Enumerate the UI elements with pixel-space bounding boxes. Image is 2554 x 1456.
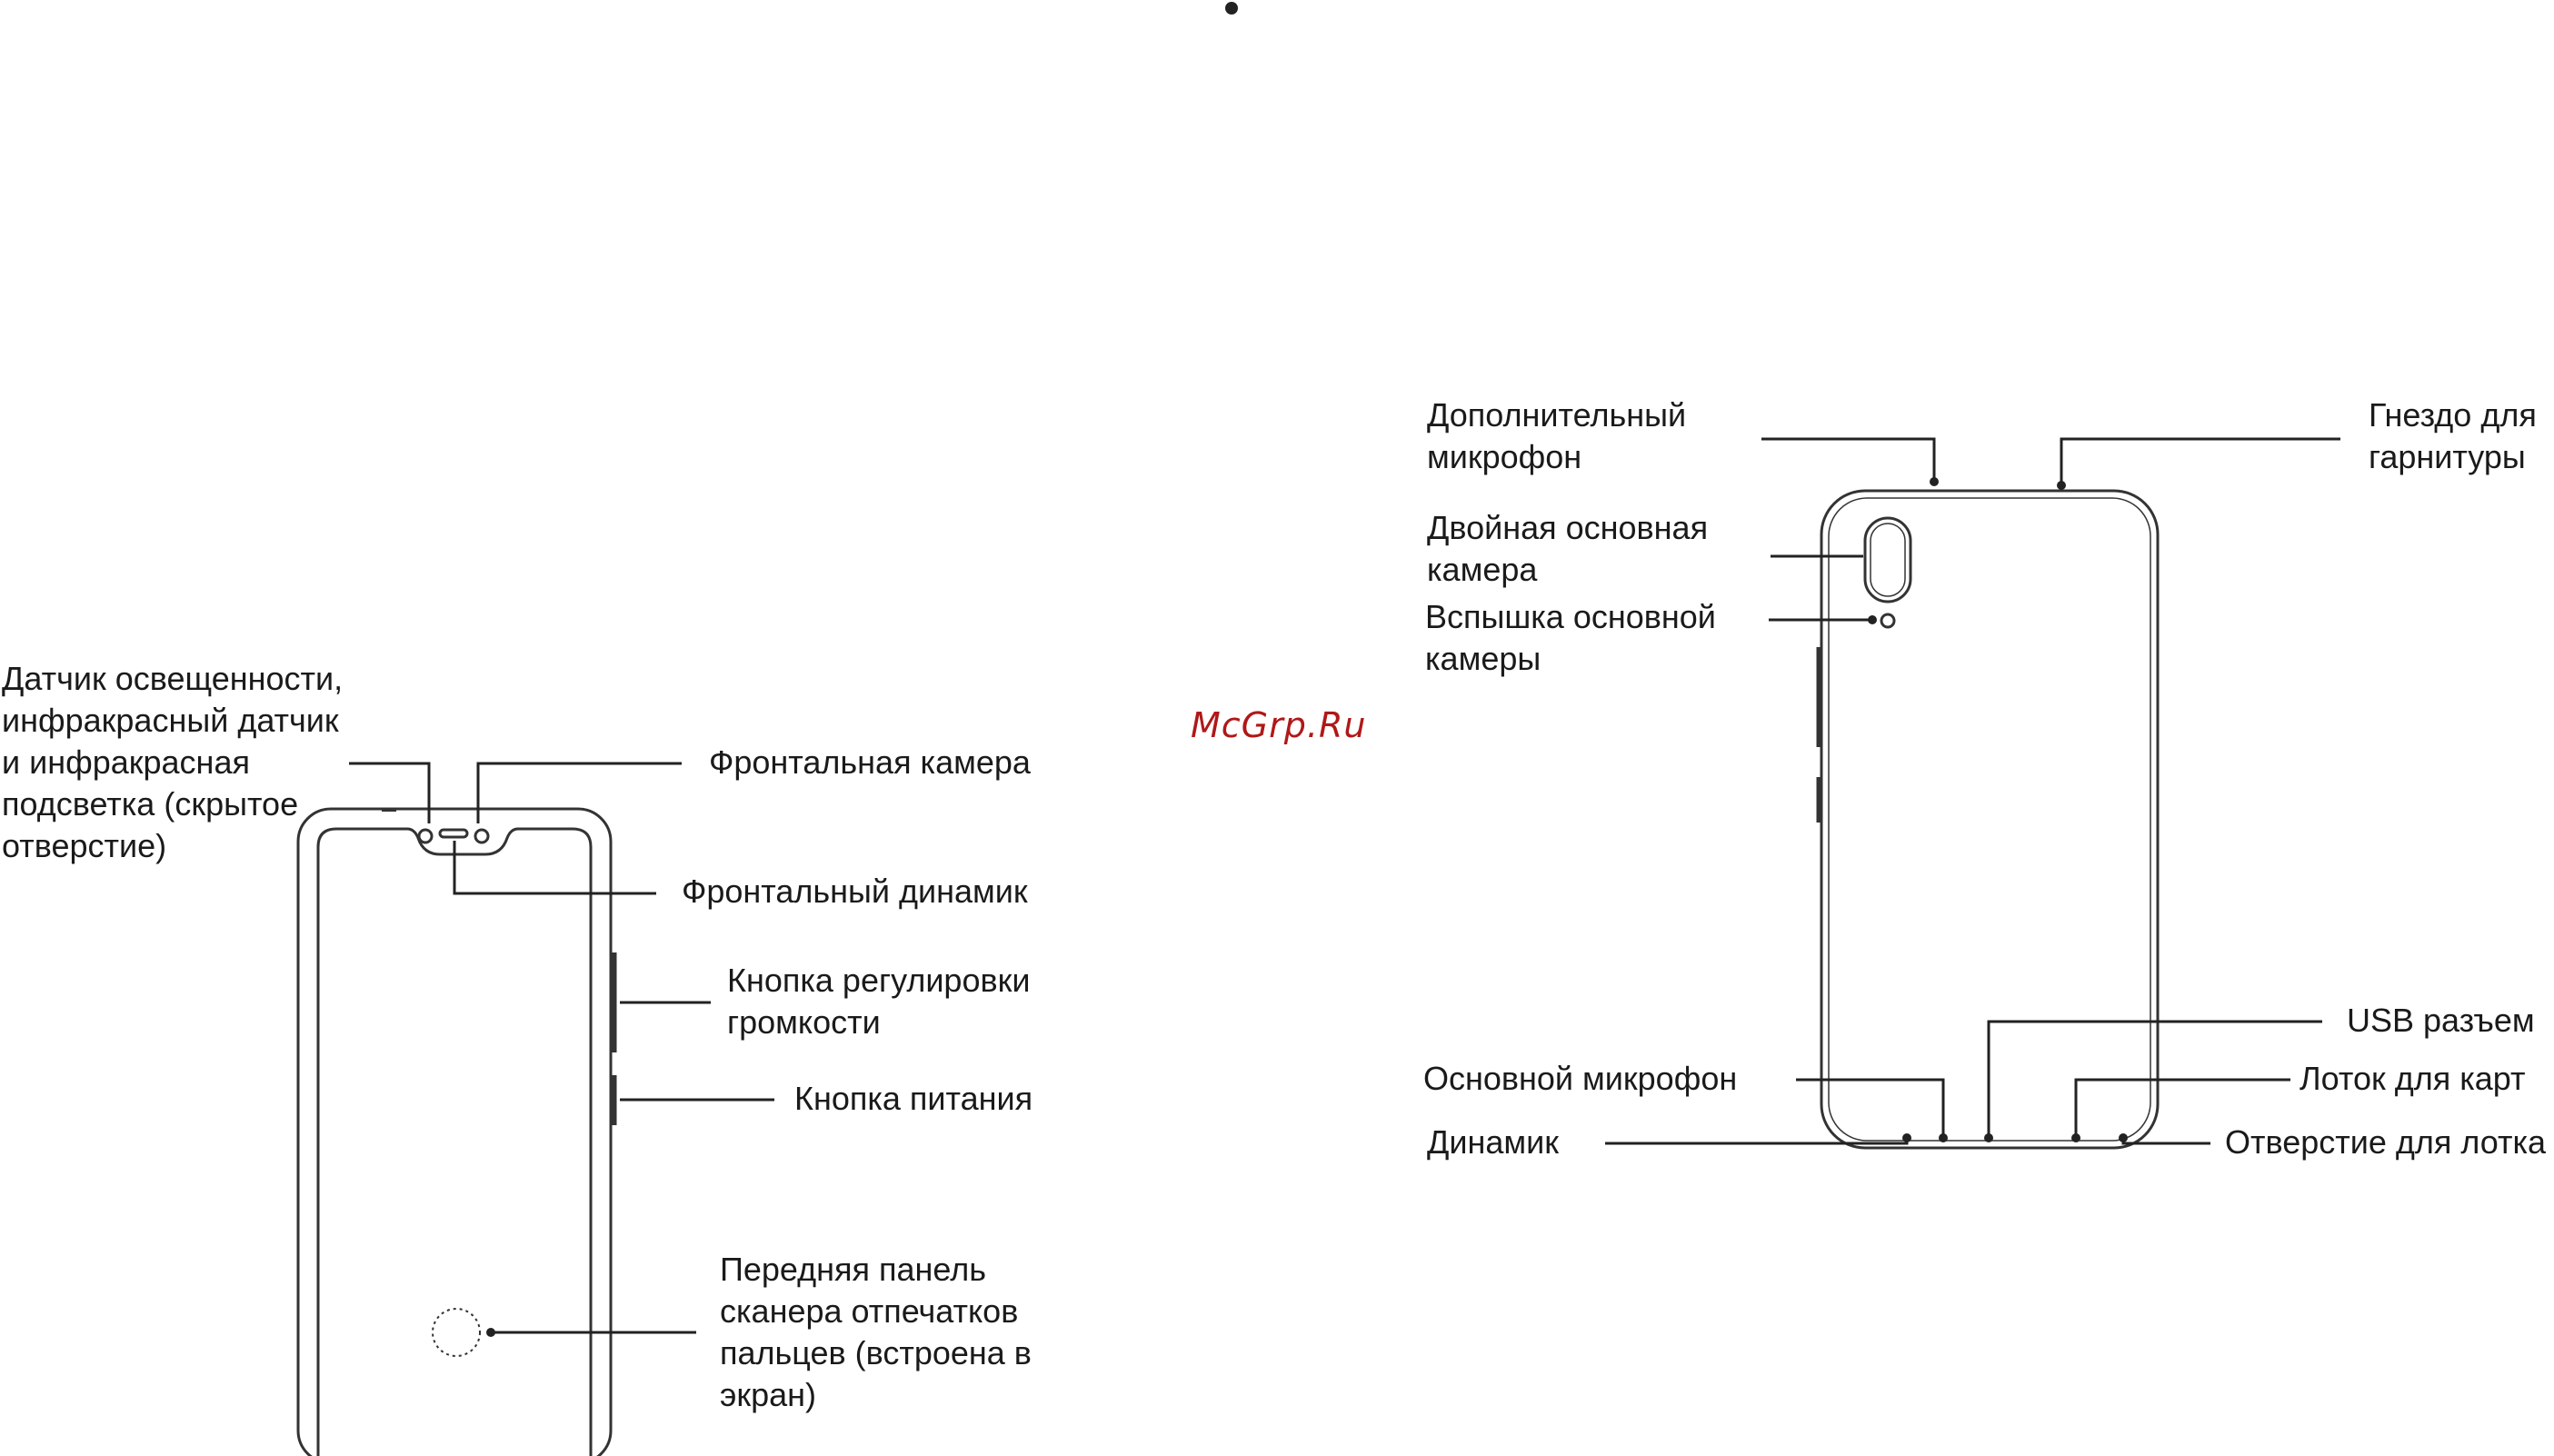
label-front-speaker: Фронтальный динамик — [682, 873, 1028, 910]
front-screen-outline — [316, 827, 593, 1456]
front-camera-lens — [474, 828, 490, 844]
dot-flash — [1868, 615, 1877, 624]
label-dual-camera: Двойная основная камера — [1427, 509, 1709, 588]
label-tray-hole: Отверстие для лотка — [2225, 1123, 2547, 1161]
label-secondary-mic: Дополнительный микрофон — [1427, 396, 1687, 475]
dot-secondary-mic — [1930, 477, 1939, 486]
label-main-mic: Основной микрофон — [1423, 1060, 1738, 1097]
front-speaker-grille — [438, 828, 469, 839]
label-headset-jack: Гнездо для гарнитуры — [2369, 396, 2537, 475]
back-phone — [1816, 489, 2160, 1150]
label-speaker: Динамик — [1427, 1123, 1560, 1161]
leader-front-speaker — [453, 841, 656, 895]
label-front-camera: Фронтальная камера — [709, 743, 1031, 781]
watermark: McGrp.Ru — [1191, 705, 1367, 745]
leader-front-camera — [476, 762, 682, 823]
back-phone-body — [1820, 489, 2160, 1150]
label-flash: Вспышка основной камеры — [1425, 598, 1716, 677]
leader-headset-jack — [2060, 437, 2340, 484]
back-leaders — [1605, 437, 2340, 1145]
dot-main-mic — [1939, 1133, 1948, 1142]
leader-usb — [1987, 1020, 2322, 1134]
leader-main-mic — [1796, 1078, 1945, 1134]
leader-speaker — [1605, 1134, 1909, 1145]
leader-tray-hole — [2121, 1134, 2210, 1145]
flash-ring — [1880, 613, 1896, 629]
leader-card-tray — [2074, 1078, 2290, 1134]
front-phone-body — [296, 807, 613, 1456]
ambient-sensor-hole — [417, 828, 434, 844]
leader-secondary-mic — [1761, 437, 1936, 480]
label-volume-button: Кнопка регулировки громкости — [727, 962, 1031, 1041]
label-usb-port: USB разъем — [2347, 1002, 2535, 1039]
back-leader-dots — [1868, 477, 2128, 1142]
label-ambient-sensor: Датчик освещенности, инфракрасный датчик… — [2, 660, 344, 864]
dual-camera-module — [1863, 516, 1912, 603]
dot-headset-jack — [2057, 481, 2066, 490]
label-fingerprint: Передняя панель сканера отпечатков пальц… — [720, 1251, 1032, 1413]
label-card-tray: Лоток для карт — [2300, 1060, 2526, 1097]
dot-tray-hole — [2119, 1133, 2128, 1142]
dot-card-tray — [2071, 1133, 2080, 1142]
stray-dot — [1225, 2, 1238, 15]
fingerprint-dot — [486, 1328, 495, 1337]
fingerprint-area — [432, 1308, 481, 1357]
dot-usb — [1984, 1133, 1993, 1142]
front-phone — [296, 807, 617, 1456]
label-power-button: Кнопка питания — [794, 1080, 1033, 1117]
front-leaders — [349, 762, 774, 1334]
dual-camera-inner — [1870, 523, 1906, 597]
dot-speaker — [1902, 1133, 1911, 1142]
leader-ambient — [349, 762, 431, 823]
